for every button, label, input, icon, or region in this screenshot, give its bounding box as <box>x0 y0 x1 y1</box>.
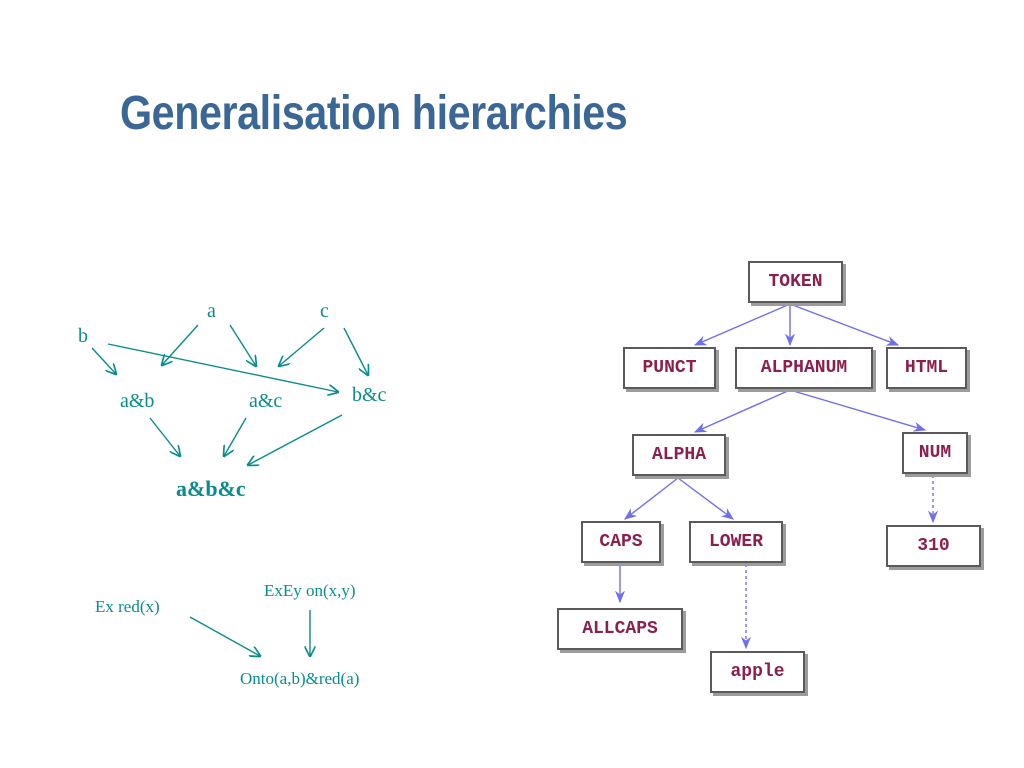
edge-exred-onto <box>189 616 260 656</box>
node-a-and-b: a&b <box>120 390 155 412</box>
node-a-and-c: a&c <box>249 390 283 412</box>
node-b: b <box>78 325 88 347</box>
edge-ab-abc <box>149 417 180 456</box>
edge-bc-abc <box>248 414 343 465</box>
node-a: a <box>207 300 216 322</box>
edge-c-bc <box>343 327 368 375</box>
node-punct: PUNCT <box>623 347 716 389</box>
node-allcaps: ALLCAPS <box>557 608 683 650</box>
node-c: c <box>320 300 329 322</box>
edge-alpha-lower <box>677 477 735 520</box>
label-onto-red: Onto(a,b)&red(a) <box>240 669 360 688</box>
node-lower: LOWER <box>689 521 783 563</box>
node-b-and-c: b&c <box>352 384 387 406</box>
edge-b-ab <box>91 347 116 374</box>
slide-title: Generalisation hierarchies <box>120 87 628 140</box>
node-token: TOKEN <box>748 261 843 303</box>
node-alpha: ALPHA <box>632 434 726 476</box>
edge-alphanum-alpha <box>693 389 791 433</box>
edge-a-ab <box>162 324 199 365</box>
edge-a-ac <box>229 324 256 366</box>
label-exey-on: ExEy on(x,y) <box>264 581 356 600</box>
label-ex-red: Ex red(x) <box>95 597 160 616</box>
edge-token-punct <box>693 303 791 346</box>
edge-c-ac <box>279 327 325 366</box>
node-alphanum: ALPHANUM <box>735 347 873 389</box>
node-310: 310 <box>886 525 981 567</box>
node-caps: CAPS <box>581 521 661 563</box>
node-html: HTML <box>886 347 967 389</box>
edge-ac-abc <box>224 417 247 456</box>
node-a-and-b-and-c: a&b&c <box>176 476 246 501</box>
edge-alphanum-num <box>789 389 927 432</box>
edge-b-bc <box>107 343 338 392</box>
edge-token-html <box>789 303 900 346</box>
node-apple: apple <box>710 651 805 693</box>
edge-alpha-caps <box>624 477 679 520</box>
node-num: NUM <box>902 432 968 474</box>
